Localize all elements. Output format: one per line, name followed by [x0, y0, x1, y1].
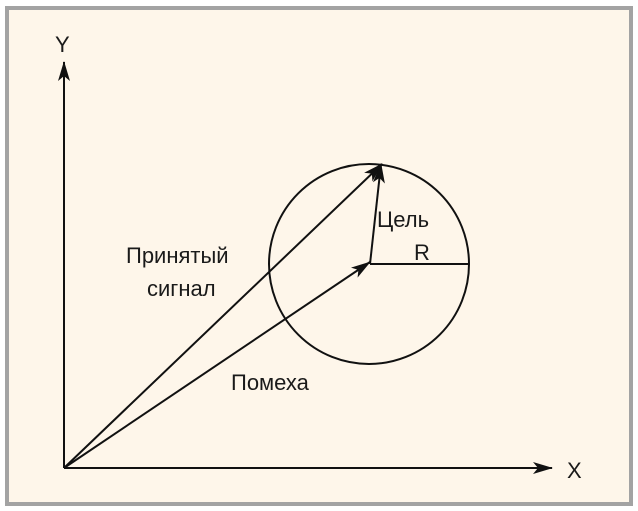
radius-label: R — [414, 240, 430, 265]
y-axis-label: Y — [55, 32, 70, 57]
diagram-frame — [5, 6, 633, 506]
target-label: Цель — [377, 207, 429, 232]
received-signal-vector — [63, 163, 383, 469]
target-vector — [369, 163, 385, 265]
interference-vector — [63, 261, 371, 469]
interference-label: Помеха — [231, 370, 310, 395]
x-axis-label: X — [567, 458, 582, 483]
received-signal-label-1: Принятый — [126, 243, 229, 268]
received-signal-label-2: сигнал — [147, 276, 216, 301]
